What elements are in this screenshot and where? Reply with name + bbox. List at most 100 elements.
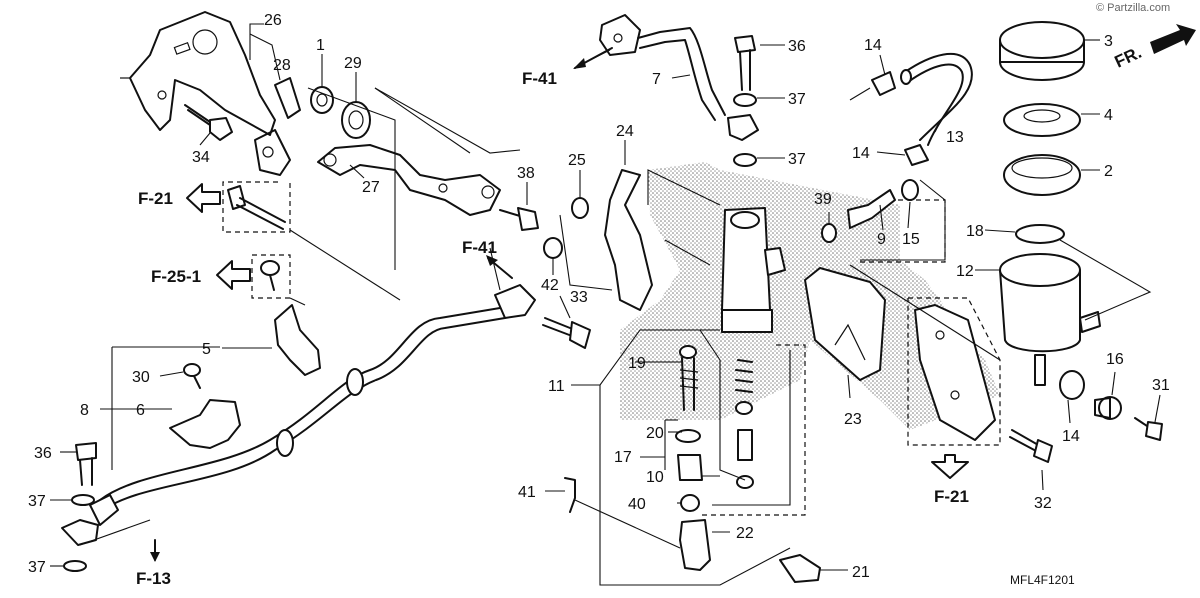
callout-11: 11 [548,378,565,395]
callout-40: 40 [628,496,646,513]
callout-20: 19 [628,355,646,372]
callout-13: 13 [946,129,964,146]
arrow-f41-top [573,47,613,69]
callout-14b: 14 [852,145,870,162]
callout-38: 39 [814,191,832,208]
heel-guard-24 [804,267,886,381]
ref-f25-1: F-25-1 [151,267,201,286]
washer-37c [733,93,757,107]
callout-21: 20 [646,425,664,442]
reservoir-hose-13 [900,52,973,146]
collar-17 [1094,396,1122,420]
callout-16: 15 [902,231,920,248]
bolt-f21 [227,185,286,230]
callout-31: 30 [132,369,150,386]
callout-26: 25 [568,152,586,169]
reservoir-12 [999,253,1101,386]
washer-38 [821,223,837,243]
callout-4: 4 [1104,107,1113,124]
hose-clamp-5 [274,304,321,376]
screw-f25-1 [260,260,280,291]
bolt-33 [1009,429,1053,463]
ref-f41-top: F-41 [522,69,557,88]
reservoir-stay [914,304,996,441]
bolt-35 [184,104,233,141]
front-label: FR. [1112,43,1145,72]
callout-14a: 14 [864,37,882,54]
master-cylinder [721,207,786,333]
bolt-34 [542,317,591,349]
pushrod-20 [679,345,699,411]
callout-24: 23 [844,411,862,428]
hose-clip-14a [871,71,896,96]
callout-32: 31 [1152,377,1170,394]
callout-9: 9 [877,231,886,248]
collar-1 [310,86,334,114]
o-ring-16 [901,179,919,201]
seal-19 [1015,224,1065,244]
callout-15: 14 [1062,428,1080,445]
banjo-fitting [61,519,99,546]
callout-10: 10 [646,469,664,486]
callout-28: 27 [362,179,380,196]
reservoir-hose-7 [599,14,759,141]
diaphragm-2 [1003,154,1081,196]
nut-41 [543,237,563,259]
callout-2: 2 [1104,163,1113,180]
diagram-code: MFL4F1201 [1010,573,1075,587]
ref-f41-mid: F-41 [462,238,497,257]
hose-bracket-28 [317,144,501,216]
arrow-f25-1 [216,260,251,290]
callout-25: 24 [616,123,634,140]
callout-36a: 36 [788,38,806,55]
rear-brake-bracket [120,11,291,176]
callout-39: 38 [517,165,535,182]
callout-8: 8 [80,402,89,419]
callout-3: 3 [1104,33,1113,50]
cotter-pin-42 [564,477,576,513]
callout-37b: 37 [28,559,46,576]
joint-pin-22 [779,554,821,583]
bolt-39 [499,207,539,231]
callout-36b: 36 [34,445,52,462]
hose-clamp-6 [169,399,241,449]
grommet-30 [341,101,371,139]
callout-7: 7 [652,71,661,88]
ref-f21-bottom: F-21 [934,487,969,506]
grommet-15 [1059,370,1085,400]
callout-1: 1 [316,37,325,54]
callout-41: 42 [541,277,559,294]
callout-37c: 37 [788,91,806,108]
callout-5: 5 [202,341,211,358]
arrow-f41-mid [486,255,513,279]
callout-19: 18 [966,223,984,240]
bolt-31 [183,363,201,389]
callout-29: 28 [273,57,291,74]
ref-f21-left: F-21 [138,189,173,208]
callout-22: 21 [852,564,870,581]
hose-clip-14b [904,144,929,166]
callout-12: 12 [956,263,974,280]
ref-f13: F-13 [136,569,171,588]
arrow-f13 [150,539,160,562]
arrow-f21-left [186,183,221,213]
washer-37a [71,494,95,506]
callout-18: 17 [614,449,632,466]
callout-6: 6 [136,402,145,419]
callout-27: 26 [264,12,282,29]
clip-29 [274,77,301,119]
callout-23: 22 [736,525,754,542]
piston-spring [735,359,754,489]
callout-33: 32 [1034,495,1052,512]
washer-37b [63,560,87,572]
callout-37d: 37 [788,151,806,168]
callout-labels: 26 28 1 29 34 27 38 25 24 42 33 5 30 8 6… [28,12,1170,581]
watermark: © Partzilla.com [1096,2,1170,14]
reservoir-cap-3 [999,21,1085,81]
brake-hose-8 [89,284,536,526]
circlip-21 [675,429,701,443]
diaphragm-plate-4 [1003,103,1081,137]
callout-30: 29 [344,55,362,72]
collar-26 [571,197,589,219]
